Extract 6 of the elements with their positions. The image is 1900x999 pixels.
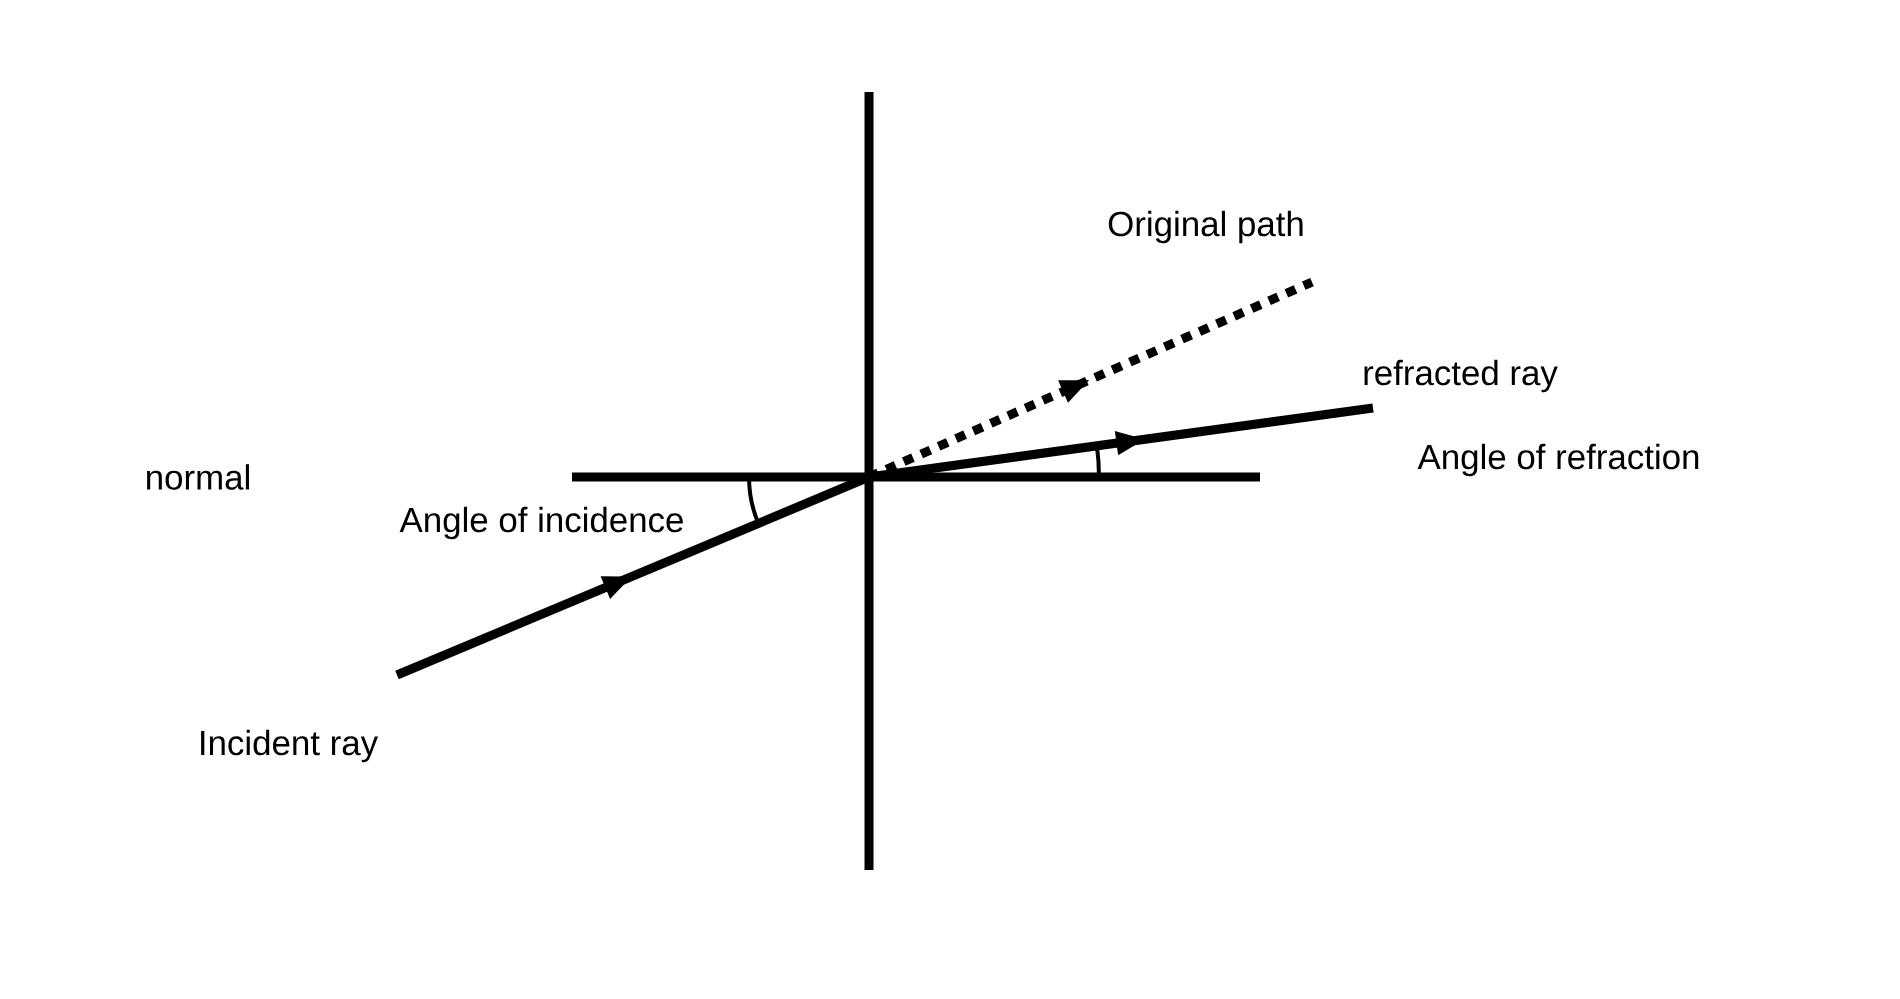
label: Angle of refraction	[1417, 443, 1699, 477]
label: refracted ray	[1364, 359, 1558, 393]
label: Angle of incidence	[399, 506, 683, 540]
label: Incident ray	[201, 729, 378, 763]
label: normal	[147, 464, 249, 490]
label: Original path	[1108, 210, 1303, 244]
